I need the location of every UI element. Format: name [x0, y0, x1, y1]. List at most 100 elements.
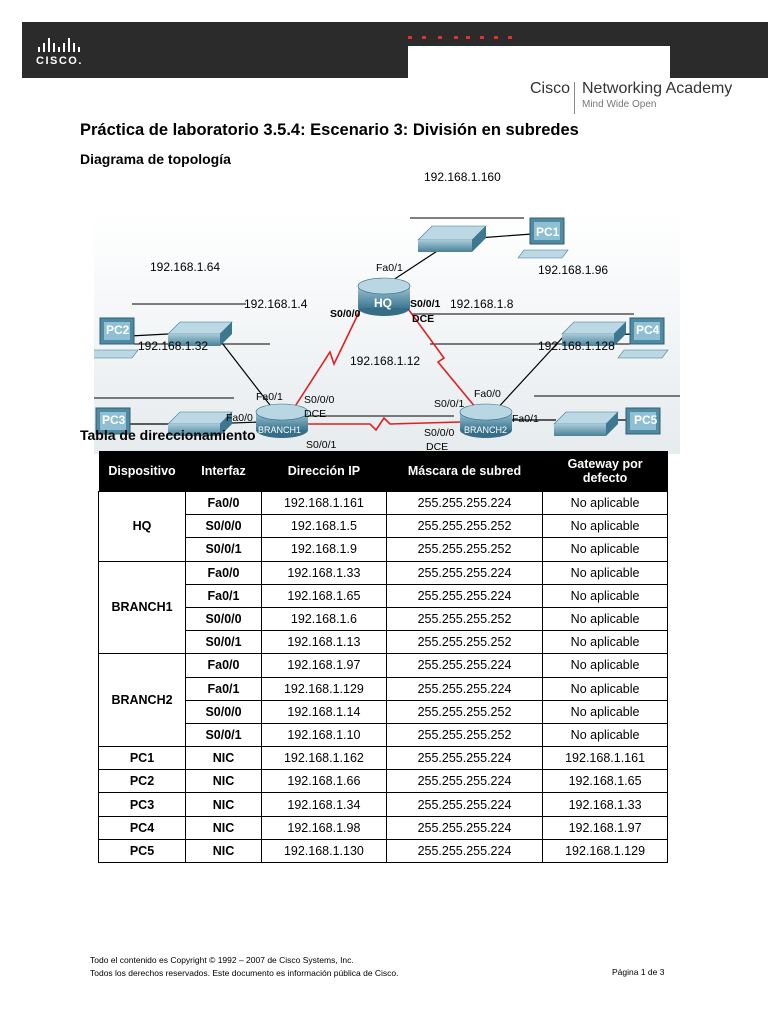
b1-fa00-label: Fa0/0: [226, 412, 253, 424]
switch-pc2-icon: [167, 321, 233, 346]
mask-cell: 255.255.255.252: [385, 606, 544, 632]
ip-cell: 192.168.1.6: [261, 606, 387, 632]
pc3-label: PC3: [102, 413, 126, 427]
gateway-cell: No aplicable: [542, 537, 668, 562]
interface-cell: Fa0/0: [185, 560, 262, 585]
mask-cell: 255.255.255.224: [385, 815, 544, 840]
ip-cell: 192.168.1.130: [261, 838, 387, 864]
link-sw1-pc1: [477, 233, 533, 239]
net-label-pc1: 192.168.1.96: [538, 263, 609, 277]
b2-fa00-label: Fa0/0: [474, 388, 501, 400]
pc2-label: PC2: [106, 323, 130, 337]
gateway-cell: No aplicable: [542, 490, 668, 516]
link-pc2-sw2: [129, 333, 169, 337]
serial-b1-b2: [302, 416, 461, 432]
table-header-cell: Dirección IP: [261, 451, 387, 492]
pc3-icon: [95, 407, 131, 435]
gateway-cell: No aplicable: [542, 630, 668, 655]
mask-cell: 255.255.255.252: [385, 722, 544, 748]
header-blank-box: [408, 46, 670, 78]
interface-cell: S0/0/0: [185, 699, 262, 724]
b1-s001-label: S0/0/1: [306, 439, 337, 451]
pc1-label: PC1: [536, 225, 560, 239]
gateway-cell: No aplicable: [542, 722, 668, 748]
net-label-b1-b2: 192.168.1.12: [350, 354, 421, 368]
mask-cell: 255.255.255.224: [385, 676, 544, 701]
table-heading: Tabla de direccionamiento: [80, 427, 256, 443]
academy-brand: Cisco: [530, 80, 571, 97]
gateway-cell: No aplicable: [542, 583, 668, 608]
mask-cell: 255.255.255.224: [385, 490, 544, 516]
pc2-icon: [94, 317, 139, 359]
gateway-cell: No aplicable: [542, 606, 668, 632]
device-cell: PC5: [97, 838, 187, 864]
gateway-cell: 192.168.1.65: [542, 769, 668, 794]
footer-page-number: Página 1 de 3: [612, 967, 665, 977]
cisco-wordmark: CISCO.: [36, 55, 83, 67]
gateway-cell: 192.168.1.129: [542, 838, 668, 864]
interface-cell: S0/0/0: [185, 514, 262, 539]
hq-fa01-label: Fa0/1: [376, 262, 403, 274]
mask-cell: 255.255.255.224: [385, 838, 544, 864]
device-cell: BRANCH2: [97, 653, 187, 748]
interface-cell: NIC: [185, 792, 262, 817]
ip-cell: 192.168.1.10: [261, 722, 387, 748]
mask-cell: 255.255.255.224: [385, 583, 544, 608]
switch-pc5-icon: [553, 411, 619, 436]
ip-cell: 192.168.1.65: [261, 583, 387, 608]
switch-top-icon: [417, 225, 487, 252]
device-cell: PC3: [97, 792, 187, 817]
b1-fa01-label: Fa0/1: [256, 391, 283, 403]
gateway-cell: No aplicable: [542, 676, 668, 701]
mask-cell: 255.255.255.252: [385, 699, 544, 724]
b2-s000-label: S0/0/0: [424, 427, 455, 439]
page-title: Práctica de laboratorio 3.5.4: Escenario…: [80, 121, 579, 139]
ip-cell: 192.168.1.9: [261, 537, 387, 562]
link-b2-sw4: [493, 335, 565, 413]
net-label-hq-lan-left: 192.168.1.64: [150, 260, 221, 274]
net-label-hq-b2: 192.168.1.8: [450, 297, 514, 311]
academy-name: Networking Academy: [582, 80, 733, 97]
mask-cell: 255.255.255.224: [385, 769, 544, 794]
table-header-cell: Máscara de subred: [386, 451, 543, 492]
interface-cell: Fa0/1: [185, 676, 262, 701]
router-branch1-icon: [255, 403, 309, 438]
footer-rights-line: Todos los derechos reservados. Este docu…: [90, 968, 399, 978]
header-redaction-specks: [408, 34, 528, 42]
interface-cell: S0/0/1: [185, 630, 262, 655]
topology-diagram: 192.168.1.160 192.168.1.64 192.168.1.96 …: [94, 168, 680, 454]
device-cell: HQ: [97, 491, 187, 562]
net-label-pc4: 192.168.1.128: [538, 339, 615, 353]
router-label-branch2: BRANCH2: [464, 425, 508, 435]
ip-cell: 192.168.1.129: [261, 676, 387, 701]
academy-divider: [574, 82, 575, 114]
ip-cell: 192.168.1.34: [261, 792, 387, 817]
b2-s001-label: S0/0/1: [434, 398, 465, 410]
mask-cell: 255.255.255.252: [385, 514, 544, 539]
ip-cell: 192.168.1.161: [261, 490, 387, 516]
device-cell: PC2: [97, 769, 187, 794]
serial-hq-b2: [405, 305, 477, 409]
interface-cell: NIC: [185, 769, 262, 794]
interface-cell: S0/0/1: [185, 722, 262, 748]
ip-cell: 192.168.1.162: [261, 746, 387, 771]
net-label-pc2: 192.168.1.32: [138, 339, 209, 353]
topology-heading: Diagrama de topología: [80, 151, 231, 167]
mask-cell: 255.255.255.224: [385, 653, 544, 678]
ip-cell: 192.168.1.14: [261, 699, 387, 724]
gateway-cell: No aplicable: [542, 699, 668, 724]
ip-cell: 192.168.1.13: [261, 630, 387, 655]
mask-cell: 255.255.255.252: [385, 630, 544, 655]
b1-s000-label: S0/0/0: [304, 394, 335, 406]
mask-cell: 255.255.255.224: [385, 792, 544, 817]
table-header-cell: Gateway por defecto: [542, 451, 668, 492]
